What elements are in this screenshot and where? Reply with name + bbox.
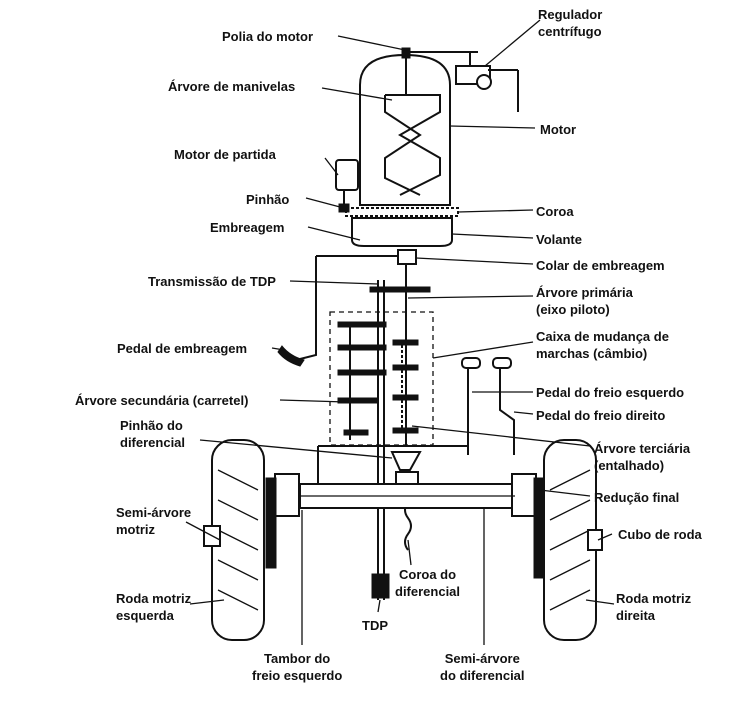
label-arvore-manivelas: Árvore de manivelas (168, 79, 296, 94)
label-coroa: Coroa (536, 204, 574, 219)
label-coroa-diferencial: Coroa do diferencial (395, 566, 460, 600)
label-coroa-diferencial-line2: diferencial (395, 584, 461, 599)
label-tdp: TDP (362, 618, 388, 633)
label-colar: Colar de embreagem (536, 258, 665, 273)
label-semi-arvore-motriz: Semi-árvore motriz (116, 504, 191, 538)
label-caixa-mudanca-line1: Caixa de mudança de (536, 329, 669, 344)
label-pinhao-diferencial-line2: diferencial (120, 435, 186, 450)
clutch-pedal (277, 256, 317, 367)
main-shaft (316, 249, 417, 300)
leader-lines (185, 19, 615, 645)
label-roda-motriz-esq: Roda motriz esquerda (116, 590, 191, 624)
label-tambor-freio-line1: Tambor do (264, 651, 331, 666)
label-arvore-terciaria-line1: Árvore terciária (594, 441, 691, 456)
label-pedal-embreagem: Pedal de embreagem (117, 341, 248, 356)
centrifugal-governor (410, 51, 519, 112)
label-regulador: Regulador centrífugo (538, 6, 602, 40)
engine-block (359, 47, 451, 206)
label-coroa-diferencial-line1: Coroa do (398, 567, 457, 582)
pto-shaft (371, 280, 390, 600)
right-wheel (543, 439, 603, 641)
label-tambor-freio: Tambor do freio esquerdo (252, 650, 342, 684)
flywheel (345, 207, 459, 247)
label-regulador-line2: centrífugo (538, 24, 602, 39)
label-semi-arvore-motriz-line1: Semi-árvore (116, 505, 192, 520)
label-semi-arvore-diferencial: Semi-árvore do diferencial (440, 650, 525, 684)
label-arvore-primaria-line1: Árvore primária (536, 285, 633, 300)
label-polia: Polia do motor (222, 29, 313, 44)
label-reducao-final: Redução final (594, 490, 680, 505)
label-tambor-freio-line2: freio esquerdo (252, 668, 343, 683)
label-caixa-mudanca: Caixa de mudança de marchas (câmbio) (536, 328, 669, 362)
label-pinhao-diferencial: Pinhão do diferencial (120, 417, 185, 451)
label-regulador-line1: Regulador (538, 7, 603, 22)
label-arvore-primaria-line2: (eixo piloto) (536, 302, 610, 317)
left-wheel (203, 439, 265, 641)
label-pinhao: Pinhão (246, 192, 290, 207)
label-motor: Motor (540, 122, 577, 137)
label-pedal-freio-dir: Pedal do freio direito (536, 408, 666, 423)
label-roda-motriz-esq-line1: Roda motriz (116, 591, 192, 606)
label-pedal-freio-esq: Pedal do freio esquerdo (536, 385, 685, 400)
label-arvore-primaria: Árvore primária (eixo piloto) (536, 284, 633, 318)
label-embreagem: Embreagem (210, 220, 285, 235)
starter-motor (335, 159, 359, 213)
label-roda-motriz-esq-line2: esquerda (116, 608, 174, 623)
label-caixa-mudanca-line2: marchas (câmbio) (536, 346, 648, 361)
label-semi-arvore-diferencial-line1: Semi-árvore (444, 651, 520, 666)
label-transmissao-tdp: Transmissão de TDP (148, 274, 276, 289)
label-semi-arvore-diferencial-line2: do diferencial (440, 668, 525, 683)
brake-pedals (461, 357, 515, 455)
label-arvore-secundaria: Árvore secundária (carretel) (75, 393, 249, 408)
rear-axle (274, 473, 537, 517)
label-roda-motriz-dir: Roda motriz direita (616, 590, 691, 624)
gearbox (329, 286, 434, 446)
label-cubo-roda: Cubo de roda (618, 527, 702, 542)
label-volante: Volante (536, 232, 582, 247)
label-motor-partida: Motor de partida (174, 147, 276, 162)
label-arvore-terciaria: Árvore terciária (entalhado) (594, 440, 690, 474)
label-pinhao-diferencial-line1: Pinhão do (120, 418, 183, 433)
label-arvore-terciaria-line2: (entalhado) (594, 458, 665, 473)
label-semi-arvore-motriz-line2: motriz (116, 522, 155, 537)
label-roda-motriz-dir-line1: Roda motriz (616, 591, 692, 606)
label-roda-motriz-dir-line2: direita (616, 608, 656, 623)
